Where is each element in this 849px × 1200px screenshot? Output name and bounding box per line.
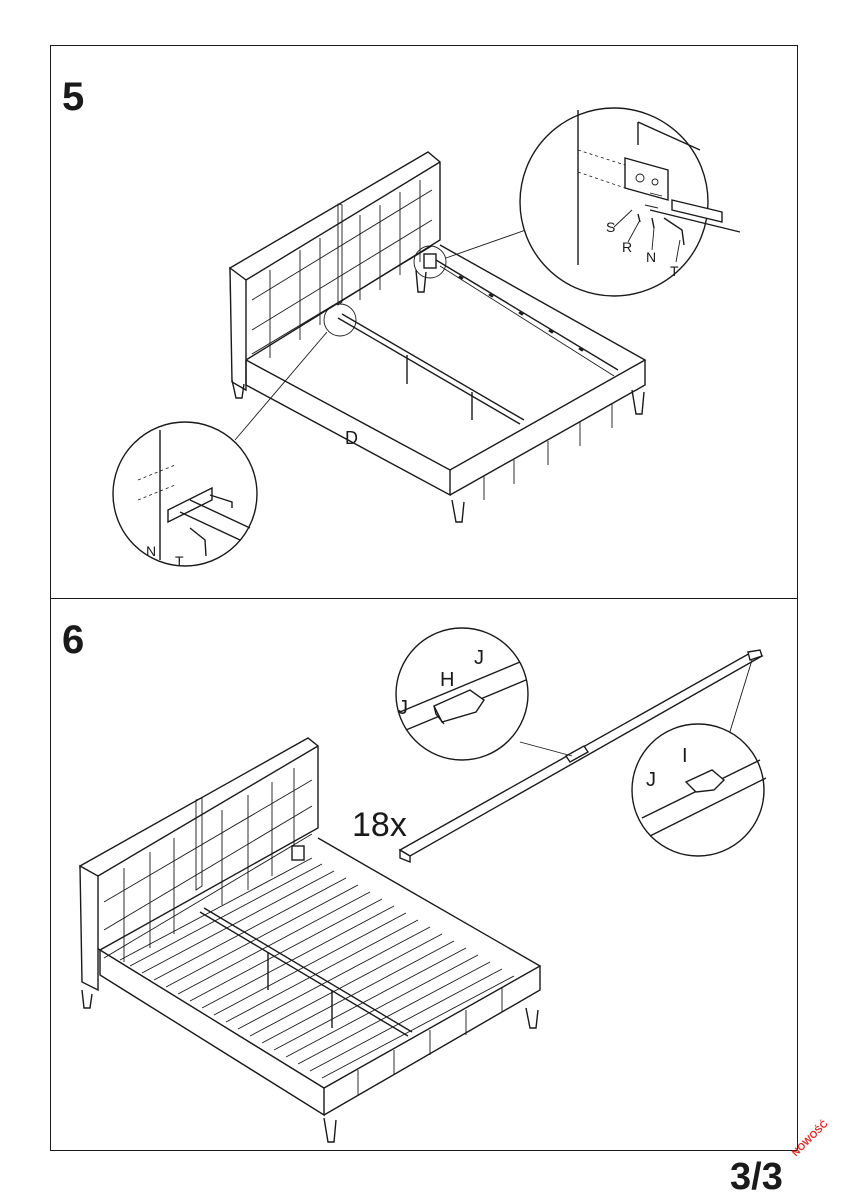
step5-detail-bracket — [519, 107, 741, 297]
label-washer-r: R — [622, 239, 632, 255]
label-end-cap: I — [682, 745, 688, 767]
step-5-number: 5 — [62, 75, 85, 119]
label-nut-left: N — [146, 543, 156, 559]
step6-detail-end — [631, 723, 767, 857]
step5-bed-frame — [229, 151, 647, 523]
label-slat-left: J — [398, 697, 408, 719]
step-6-number: 6 — [62, 618, 85, 662]
step6-bed-frame — [79, 737, 542, 1143]
label-key-t: T — [670, 263, 679, 279]
step6-detail-cap — [395, 627, 529, 761]
page-number: 3/3 — [730, 1156, 783, 1198]
label-cap-h: H — [440, 669, 454, 691]
label-slat-right: J — [474, 647, 484, 669]
label-nut-n: N — [646, 249, 656, 265]
label-end-slat: J — [646, 769, 656, 791]
slat-count: 18x — [352, 806, 407, 844]
step6-slat — [398, 649, 764, 864]
label-frame-d: D — [345, 428, 358, 448]
step5-detail-beam — [112, 421, 258, 567]
label-bracket-s: S — [606, 219, 615, 235]
step-divider — [50, 598, 798, 599]
label-key-left: T — [175, 553, 184, 569]
